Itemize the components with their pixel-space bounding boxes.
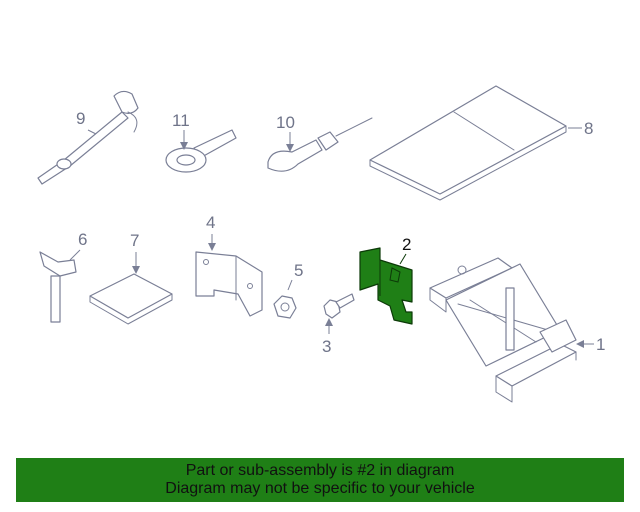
part-3-bolt[interactable] (323, 293, 355, 319)
callout-8: 8 (584, 119, 593, 138)
part-8-floor-board[interactable] (369, 85, 567, 201)
part-10-screwdriver[interactable] (267, 117, 373, 172)
callout-11: 11 (172, 111, 190, 130)
callout-3: 3 (322, 337, 331, 356)
callout-1: 1 (596, 335, 605, 354)
callout-9: 9 (76, 109, 85, 128)
arrow-10 (286, 144, 294, 152)
part-4-bracket[interactable] (195, 251, 263, 317)
arrow-3 (325, 318, 333, 326)
footer-line-2: Diagram may not be specific to your vehi… (165, 480, 475, 497)
arrow-4 (208, 243, 216, 251)
callout-7: 7 (130, 231, 139, 250)
callout-2: 2 (402, 235, 411, 254)
part-7-pad[interactable] (89, 273, 173, 325)
parts-diagram: 9 11 10 8 6 7 4 (37, 85, 605, 403)
callout-10: 10 (276, 113, 295, 132)
part-2-jack-bracket-highlighted[interactable] (359, 247, 413, 325)
footer-line-1: Part or sub-assembly is #2 in diagram (185, 462, 455, 479)
part-11-tow-hook[interactable] (165, 129, 237, 173)
footer-banner: Part or sub-assembly is #2 in diagram Di… (16, 458, 624, 502)
callout-5: 5 (294, 261, 303, 280)
arrow-7 (132, 266, 140, 274)
arrow-11 (180, 142, 188, 150)
part-9-lug-wrench[interactable] (37, 90, 139, 185)
leader-6 (69, 249, 81, 261)
arrow-1 (576, 340, 584, 348)
leader-5 (287, 279, 293, 291)
part-1-scissor-jack[interactable] (429, 257, 577, 403)
leader-2 (399, 253, 407, 265)
callout-6: 6 (78, 230, 87, 249)
leader-9 (87, 129, 97, 135)
part-6-wing-bolt[interactable] (39, 251, 77, 323)
callout-4: 4 (206, 213, 215, 232)
part-5-nut[interactable] (273, 295, 297, 319)
